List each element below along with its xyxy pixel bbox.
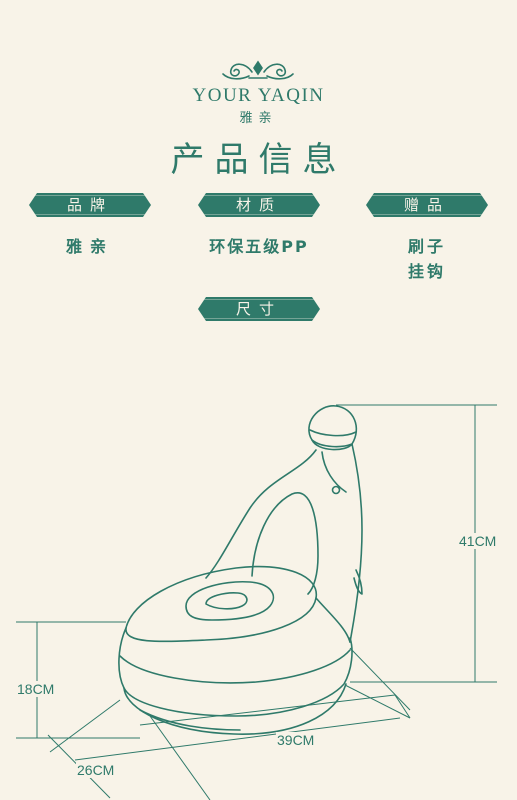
- material-value: 环保五级PP: [209, 237, 309, 256]
- brand-label: 品牌: [29, 193, 151, 217]
- potty-head: [308, 405, 358, 451]
- potty-backrest: [205, 449, 317, 579]
- potty-dimension-diagram: [16, 404, 497, 800]
- potty-head-band: [309, 429, 357, 437]
- width-dimension-label: 26CM: [76, 762, 116, 778]
- potty-backrest-inner: [251, 492, 319, 595]
- potty-body: [118, 627, 353, 717]
- potty-button: [331, 485, 341, 495]
- potty-seat-hole: [185, 580, 275, 621]
- length-dimension-label: 39CM: [276, 732, 316, 748]
- brand-name-en: YOUR YAQIN: [192, 85, 325, 106]
- size-label: 尺寸: [198, 297, 320, 321]
- height-dimension-label: 41CM: [458, 533, 498, 549]
- brand-name-cn: 雅亲: [239, 111, 278, 126]
- potty-base: [123, 683, 347, 735]
- material-label: 材质: [198, 193, 320, 217]
- seat-height-dimension-label: 18CM: [16, 681, 56, 697]
- ornament-icon: [222, 60, 294, 80]
- gift-value-brush: 刷子: [407, 237, 446, 256]
- gift-label: 赠品: [366, 193, 488, 217]
- page-title: 产品信息: [170, 140, 347, 180]
- brand-value: 雅亲: [65, 237, 114, 256]
- gift-value-hook: 挂钩: [407, 262, 446, 281]
- potty-seat: [125, 565, 317, 643]
